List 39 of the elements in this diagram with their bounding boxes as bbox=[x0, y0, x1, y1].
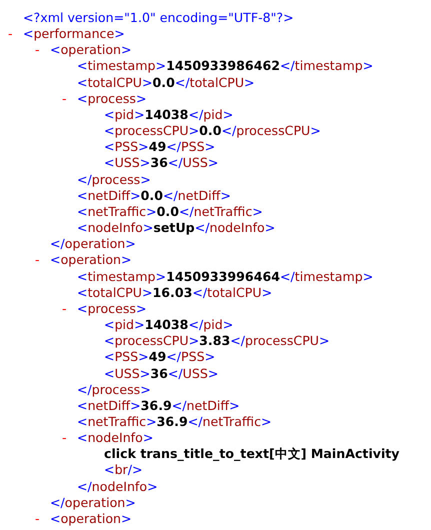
xml-line: <timestamp>1450933986462</timestamp> bbox=[77, 58, 374, 74]
collapse-toggle: - bbox=[35, 42, 40, 58]
xml-line: </process> bbox=[77, 382, 151, 398]
xml-line: </nodeInfo> bbox=[77, 478, 158, 495]
xml-line: </process> bbox=[77, 172, 151, 188]
xml-line: <USS>36</USS> bbox=[104, 155, 218, 172]
xml-line: <USS>36</USS> bbox=[104, 366, 218, 382]
xml-line: <totalCPU>16.03</totalCPU> bbox=[77, 284, 272, 301]
xml-line: <totalCPU>0.0</totalCPU> bbox=[77, 74, 255, 91]
xml-line: <operation> bbox=[50, 252, 132, 268]
xml-line: <nodeInfo> bbox=[77, 430, 154, 446]
xml-line: <processCPU>0.0</processCPU> bbox=[104, 123, 321, 140]
xml-line: <processCPU>3.83</processCPU> bbox=[104, 333, 330, 350]
xml-line: <netTraffic>36.9</netTraffic> bbox=[77, 414, 272, 430]
xml-line: <PSS>49</PSS> bbox=[104, 349, 216, 366]
xml-line: <operation> bbox=[50, 42, 132, 58]
collapse-toggle: - bbox=[62, 300, 67, 317]
xml-line: <PSS>49</PSS> bbox=[104, 139, 216, 156]
text-content: click trans_title_to_text[中文] MainActivity bbox=[104, 446, 400, 462]
collapse-toggle: - bbox=[35, 510, 40, 527]
xml-line: </operation> bbox=[50, 494, 136, 511]
xml-line: <netDiff>36.9</netDiff> bbox=[77, 398, 240, 414]
xml-line: <netDiff>0.0</netDiff> bbox=[77, 188, 231, 204]
xml-line: <pid>14038</pid> bbox=[104, 106, 234, 123]
xml-line: <timestamp>1450933996464</timestamp> bbox=[77, 268, 374, 285]
xml-line: <operation> bbox=[50, 510, 132, 527]
xml-line: <pid>14038</pid> bbox=[104, 317, 234, 334]
collapse-toggle: - bbox=[35, 252, 40, 268]
xml-line: <netTraffic>0.0</netTraffic> bbox=[77, 204, 263, 220]
xml-declaration: <?xml version="1.0" encoding="UTF-8"?> bbox=[23, 10, 294, 26]
xml-line: <process> bbox=[77, 300, 147, 317]
collapse-toggle: - bbox=[8, 26, 13, 42]
collapse-toggle: - bbox=[62, 430, 67, 446]
xml-line: <br/> bbox=[104, 462, 143, 478]
xml-line: </operation> bbox=[50, 236, 136, 252]
xml-line: <performance> bbox=[23, 26, 125, 42]
collapse-toggle: - bbox=[62, 90, 67, 107]
xml-line: <process> bbox=[77, 90, 147, 107]
xml-line: <nodeInfo>setUp</nodeInfo> bbox=[77, 220, 276, 236]
